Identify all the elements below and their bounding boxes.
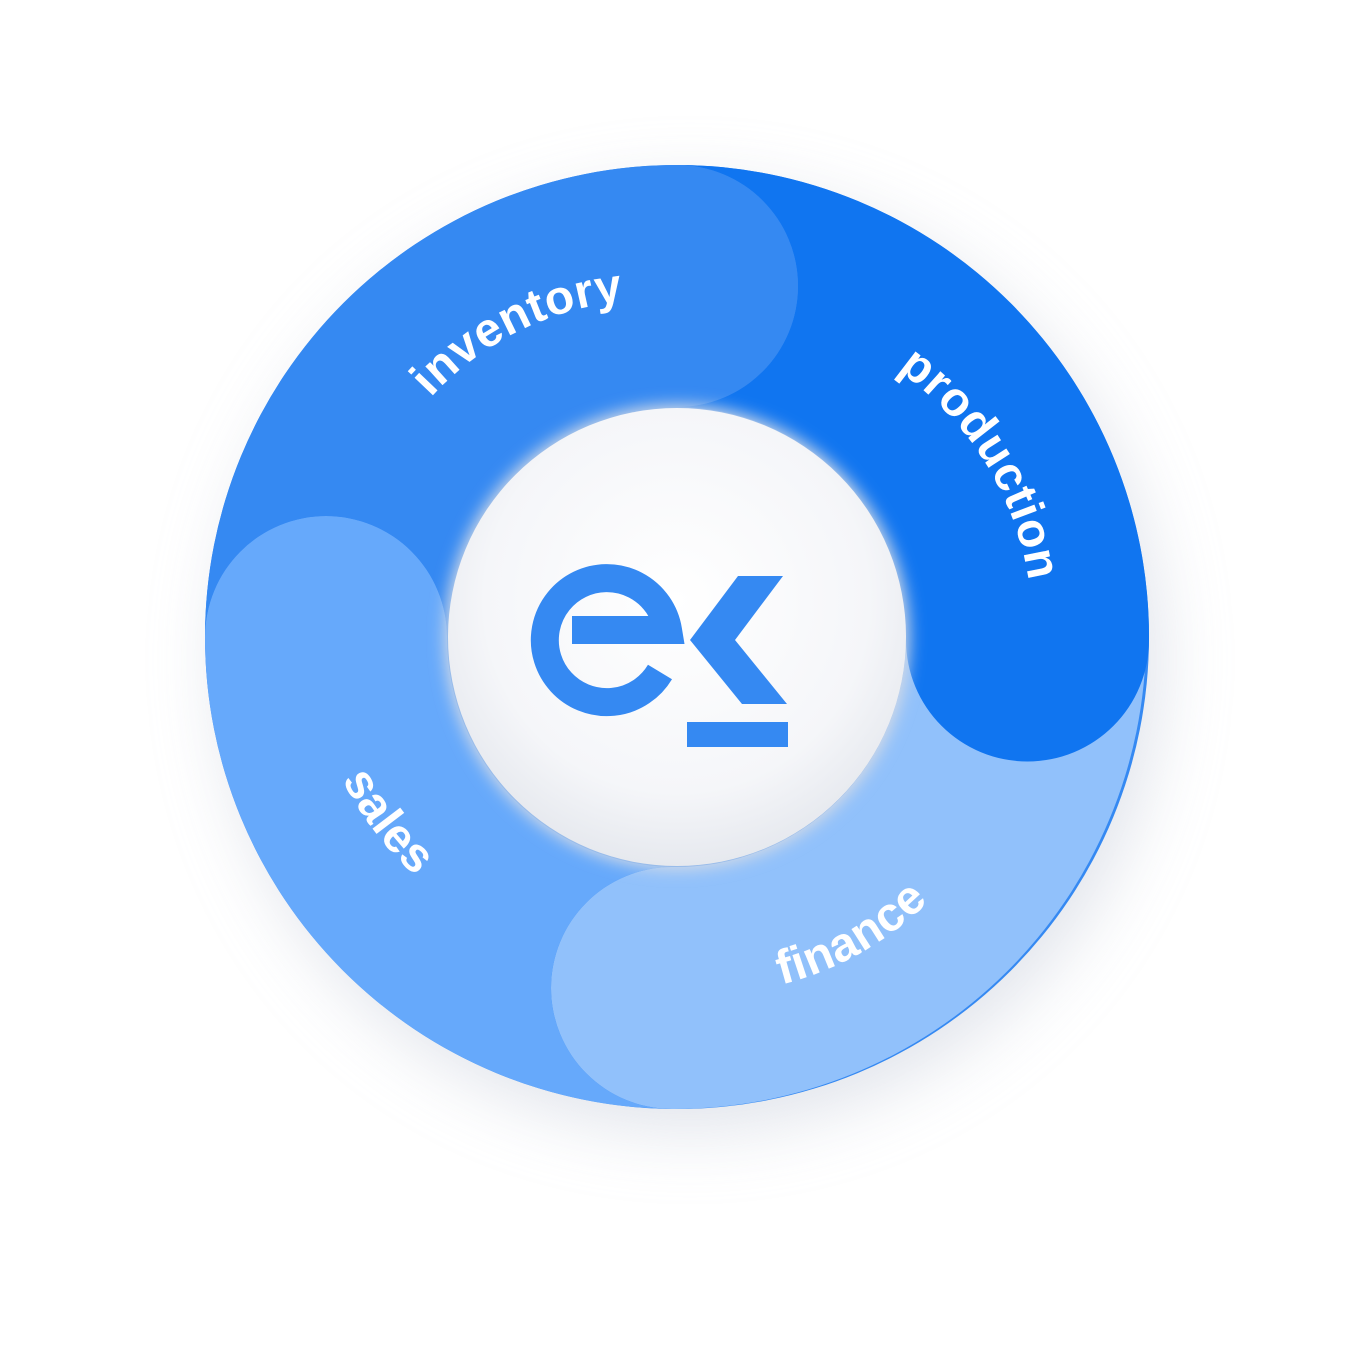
segment-sales [204, 516, 672, 1109]
ek-logo-icon [530, 564, 788, 747]
segment-production [677, 165, 1150, 762]
segment-inventory [205, 165, 798, 637]
